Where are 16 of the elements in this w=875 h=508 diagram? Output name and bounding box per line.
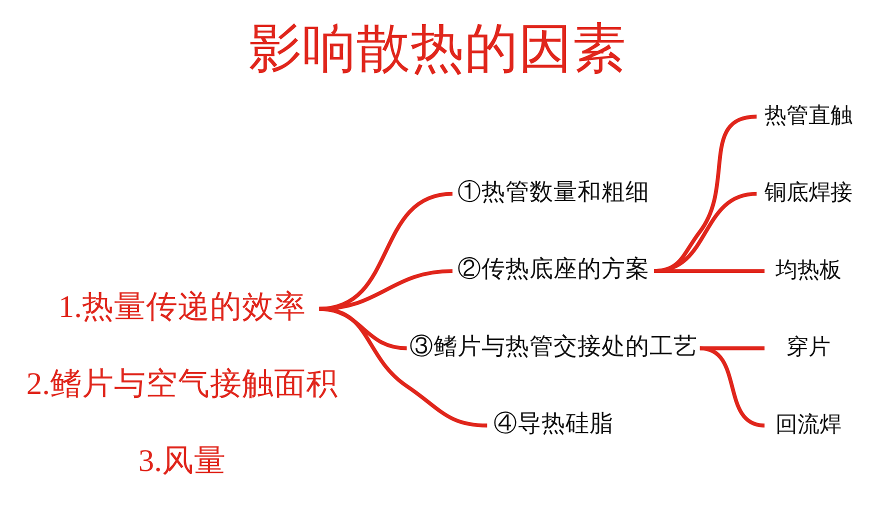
label: 2.鳍片与空气接触面积: [26, 365, 338, 400]
node-text: ④导热硅脂: [493, 410, 614, 437]
node-text: 1.热量传递的效率: [58, 288, 306, 324]
node-text: ②传热底座的方案: [457, 256, 650, 282]
connector: [700, 346, 765, 427]
connector: [654, 268, 765, 273]
node-text: ③鳍片与热管交接处的工艺: [409, 333, 698, 360]
node-text: 铜底焊接: [764, 180, 853, 206]
node-text: 穿片: [786, 334, 831, 360]
node-text: 热管直触: [764, 102, 853, 128]
node-text: 均热板: [776, 257, 842, 282]
connector: [319, 306, 488, 427]
label: 3.风量: [138, 442, 226, 478]
diagram-title: 影响散热的因素: [248, 16, 626, 79]
node-text: 回流焊: [776, 412, 842, 437]
node-text: ①热管数量和粗细: [457, 178, 650, 205]
